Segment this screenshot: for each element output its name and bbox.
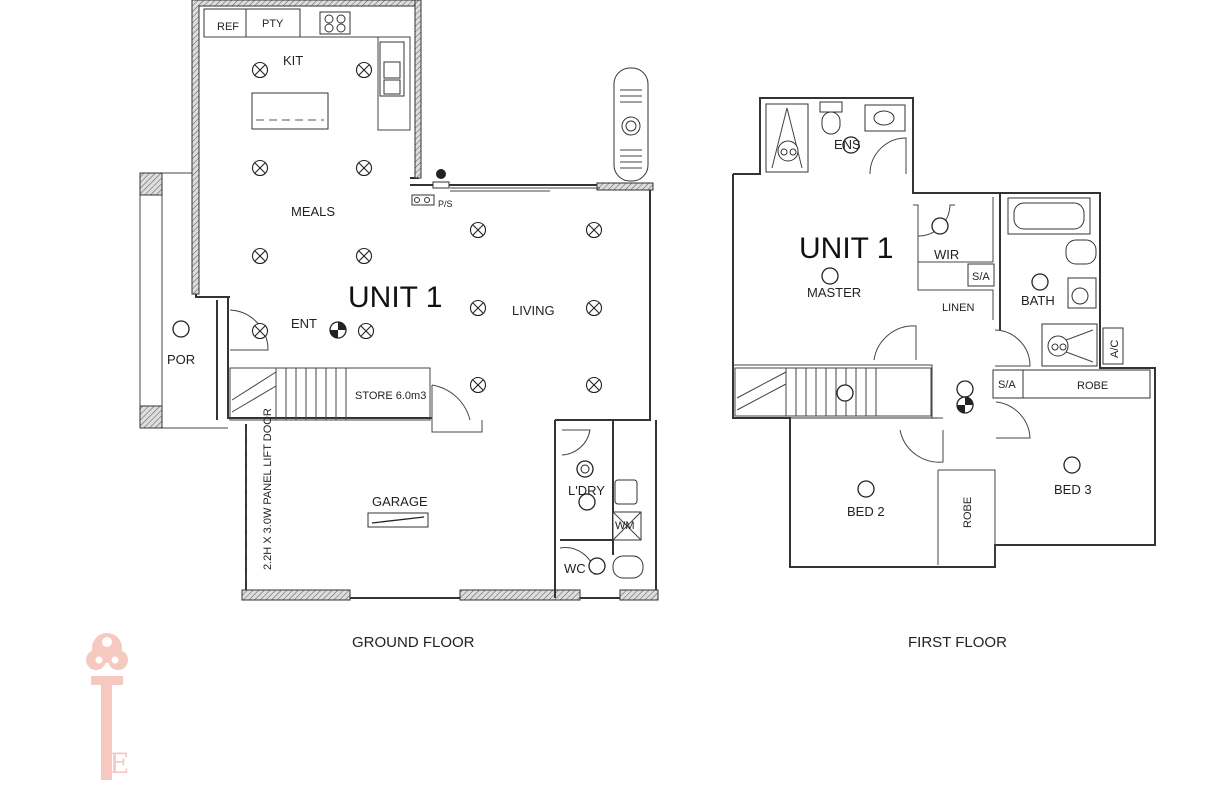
- ground-floor-plan: [139, 0, 659, 601]
- room-label-wc: WC: [564, 561, 586, 576]
- room-label-bed2: BED 2: [847, 504, 885, 519]
- room-label-master: MASTER: [807, 285, 861, 300]
- first-floor-plan: [732, 97, 1156, 568]
- room-label-ref: REF: [217, 21, 239, 33]
- room-label-meals: MEALS: [291, 204, 335, 219]
- room-label-living: LIVING: [512, 303, 555, 318]
- key-logo-icon: E: [86, 633, 129, 780]
- room-label-store: STORE 6.0m3: [355, 390, 426, 402]
- room-label-sa-2: S/A: [998, 379, 1016, 391]
- logo-letter: E: [109, 747, 129, 780]
- ground-unit-label: UNIT 1: [348, 281, 442, 314]
- room-label-ent: ENT: [291, 316, 317, 331]
- label-washing-machine: WM: [615, 520, 635, 532]
- room-label-laundry: L'DRY: [568, 483, 605, 498]
- label-garage-door: 2.2H X 3.0W PANEL LIFT DOOR: [262, 408, 274, 570]
- room-label-linen: LINEN: [942, 302, 974, 314]
- room-label-sa-1: S/A: [972, 271, 990, 283]
- room-label-por: POR: [167, 352, 195, 367]
- room-label-ens: ENS: [834, 137, 861, 152]
- room-label-garage: GARAGE: [372, 494, 428, 509]
- room-label-kit: KIT: [283, 53, 303, 68]
- room-label-bath: BATH: [1021, 293, 1055, 308]
- room-label-robe-top: ROBE: [1077, 380, 1108, 392]
- ground-floor-caption: GROUND FLOOR: [352, 634, 475, 651]
- room-label-ac: A/C: [1109, 340, 1121, 358]
- ground-stairs: [231, 368, 347, 420]
- room-label-bed3: BED 3: [1054, 482, 1092, 497]
- first-floor-caption: FIRST FLOOR: [908, 634, 1007, 651]
- room-label-robe-side: ROBE: [962, 497, 974, 528]
- room-label-wir: WIR: [934, 247, 959, 262]
- room-label-pty: PTY: [262, 18, 284, 30]
- label-ps: P/S: [438, 199, 453, 209]
- first-unit-label: UNIT 1: [799, 232, 893, 265]
